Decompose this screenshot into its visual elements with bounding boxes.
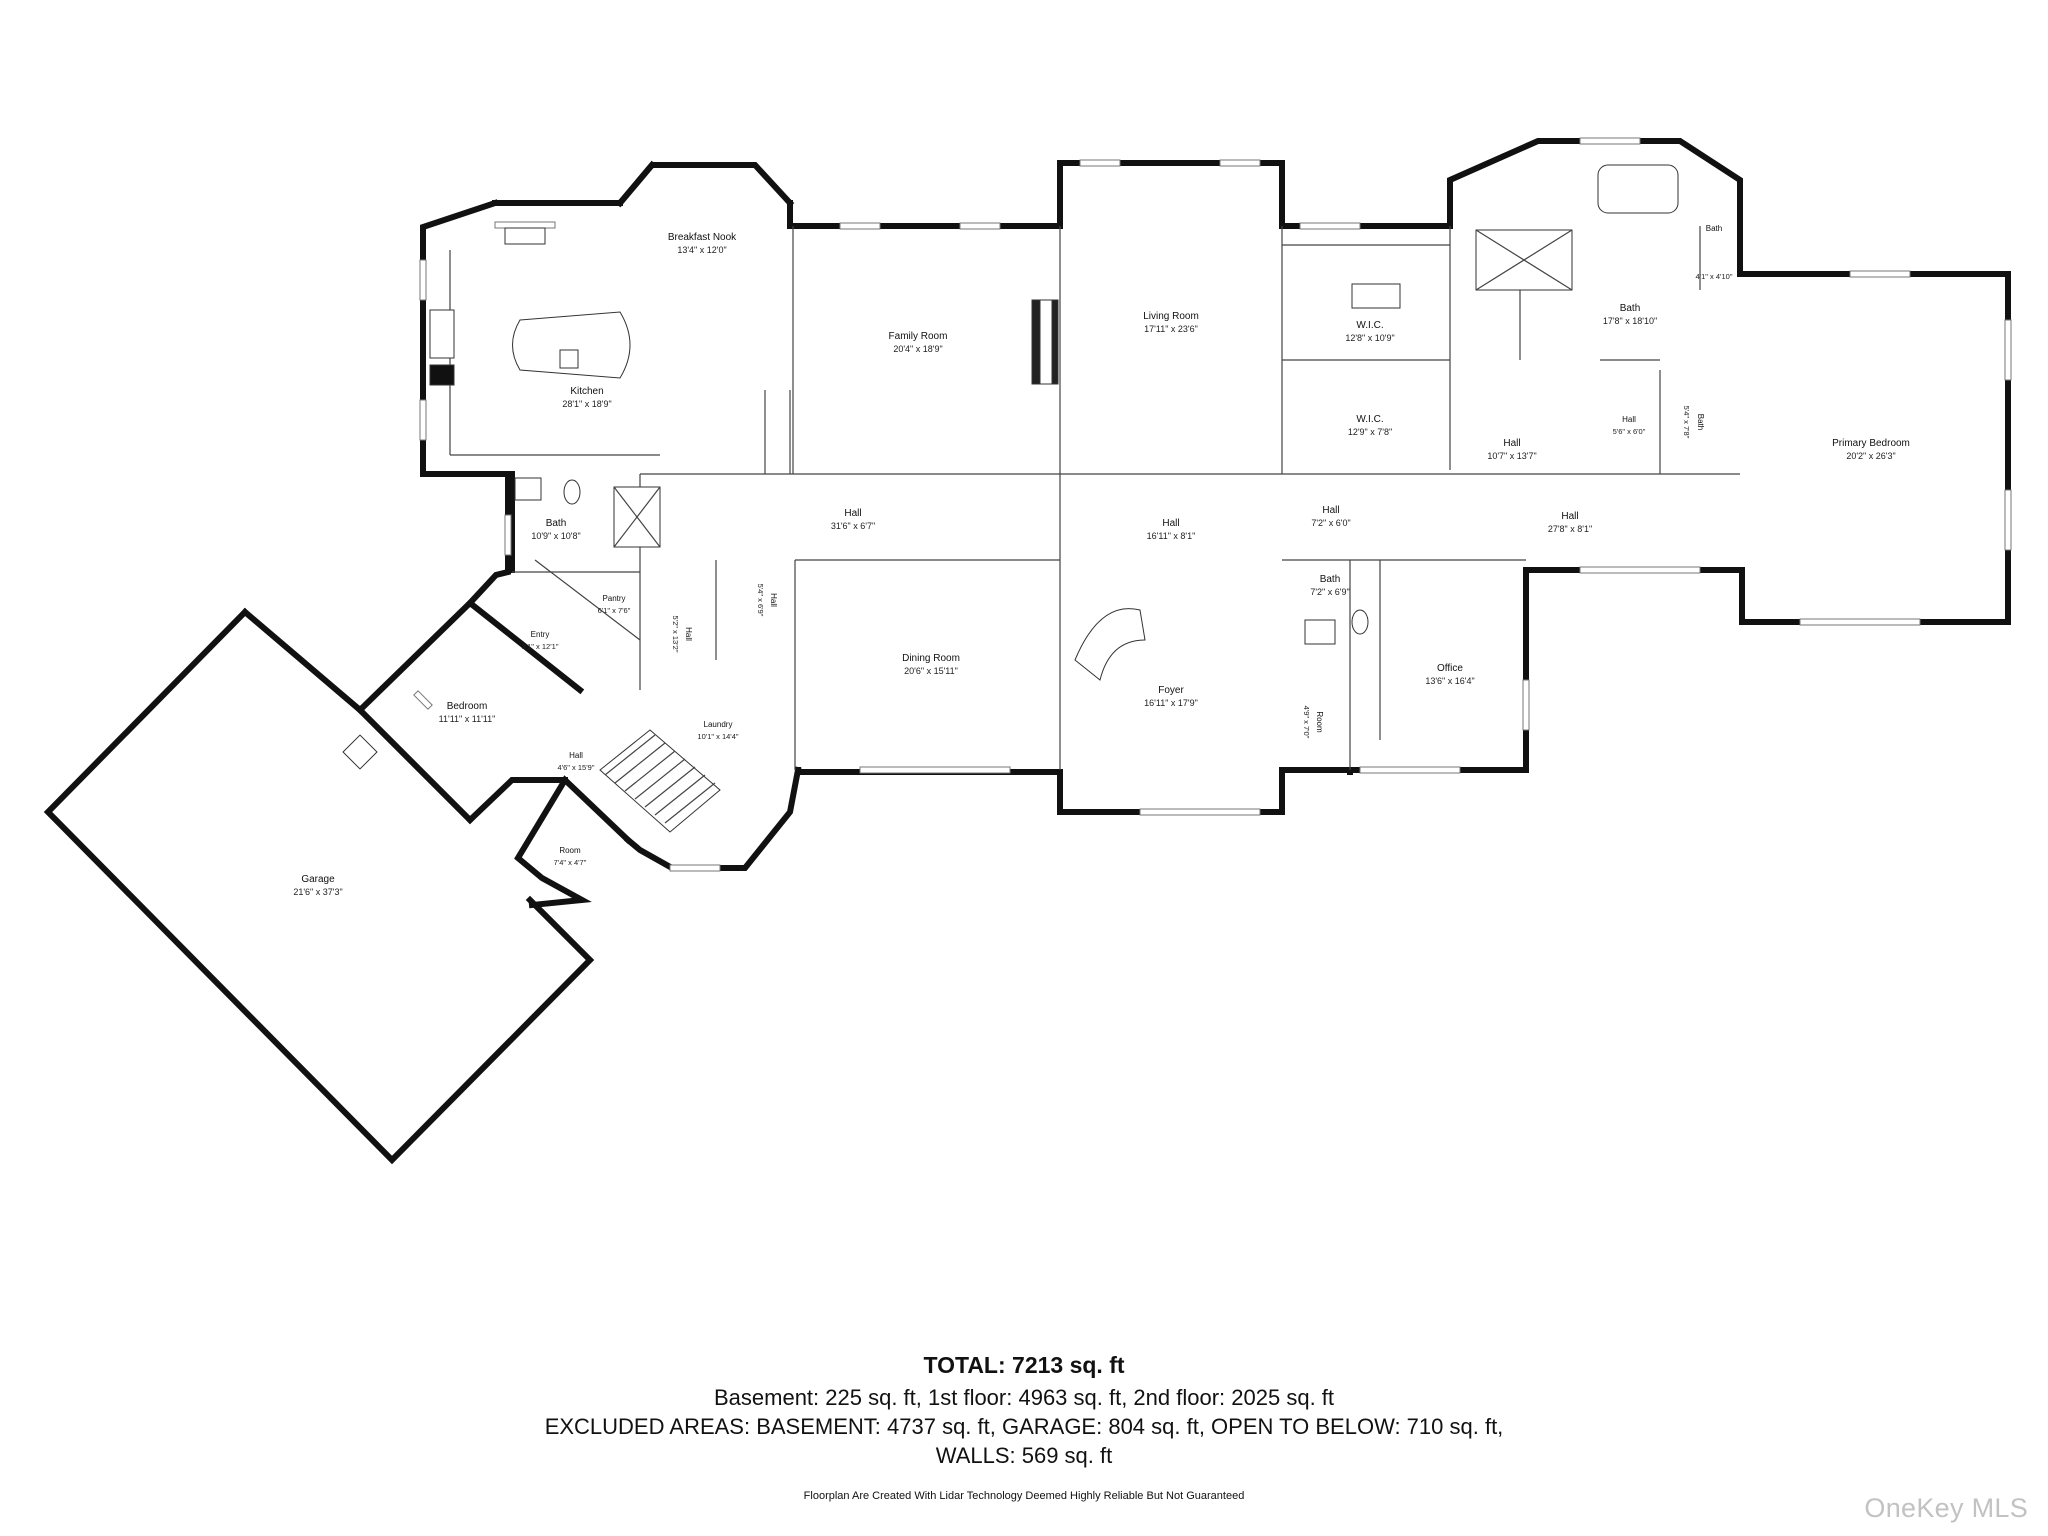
pantry-dim: 6'1" x 7'6" (598, 606, 631, 615)
family-room-dim: 20'4" x 18'9" (893, 344, 942, 354)
foyer-name: Foyer (1158, 685, 1184, 696)
bath-west-name: Bath (546, 518, 567, 529)
primary-bedroom-name: Primary Bedroom (1832, 438, 1910, 449)
floor-plan: Breakfast Nook 13'4" x 12'0" Kitchen 28'… (43, 137, 2012, 1165)
room-7-4-dim: 7'4" x 4'7" (554, 858, 587, 867)
small-bath-dim: 4'1" x 4'10" (1696, 272, 1733, 281)
wic-1-dim: 12'8" x 10'9" (1345, 333, 1394, 343)
primary-bath-name: Bath (1620, 303, 1641, 314)
hall-7-2-name: Hall (1322, 505, 1339, 516)
bath-west-dim: 10'9" x 10'8" (531, 531, 580, 541)
living-room-dim: 17'11" x 23'6" (1144, 324, 1198, 334)
bath-5-4-dim: 5'4" x 7'8" (1682, 406, 1691, 439)
sink-icon (504, 227, 546, 245)
dining-room-dim: 20'6" x 15'11" (904, 666, 958, 676)
laundry-name: Laundry (704, 720, 733, 729)
living-room-name: Living Room (1143, 311, 1199, 322)
kitchen-dim: 28'1" x 18'9" (562, 399, 611, 409)
room-4-9-name: Room (1315, 711, 1324, 733)
stairs (599, 729, 721, 833)
breakfast-nook-name: Breakfast Nook (668, 232, 737, 243)
dining-room-name: Dining Room (902, 653, 960, 664)
laundry-dim: 10'1" x 14'4" (697, 732, 738, 741)
main-hall-name: Hall (844, 508, 861, 519)
center-hall-name: Hall (1162, 518, 1179, 529)
east-hall-dim: 27'8" x 8'1" (1548, 524, 1592, 534)
entry-name: Entry (531, 630, 550, 639)
hall-5-4-name: Hall (769, 593, 778, 607)
small-bath-name: Bath (1706, 224, 1722, 233)
office-dim: 13'6" x 16'4" (1425, 676, 1474, 686)
range-icon (429, 309, 455, 359)
kitchen-island (512, 311, 631, 379)
hall-7-2-dim: 7'2" x 6'0" (1311, 518, 1350, 528)
watermark: OneKey MLS (1864, 1493, 2028, 1523)
sink-bath-7 (1304, 619, 1336, 645)
bedroom-dim: 11'11" x 11'11" (439, 714, 496, 724)
windows (413, 137, 2012, 872)
hall-4-6-dim: 4'6" x 15'9" (558, 763, 595, 772)
breakfast-nook-dim: 13'4" x 12'0" (677, 245, 726, 255)
primary-hall-name: Hall (1503, 438, 1520, 449)
toilet-bath-7 (1351, 609, 1369, 635)
entry-dim: 3'1" x 12'1" (522, 642, 559, 651)
primary-bedroom-dim: 20'2" x 26'3" (1846, 451, 1895, 461)
bedroom-name: Bedroom (447, 701, 488, 712)
wic-2-dim: 12'9" x 7'8" (1348, 427, 1392, 437)
hall-5-2-name: Hall (684, 627, 693, 641)
room-4-9-dim: 4'9" x 7'0" (1302, 706, 1311, 739)
bath-5-4-name: Bath (1696, 414, 1705, 430)
sink-west (514, 477, 542, 501)
garage-name: Garage (301, 874, 335, 885)
garage-dim: 21'6" x 37'3" (293, 887, 342, 897)
interior-lines (449, 226, 1740, 770)
curved-stair (1074, 608, 1146, 681)
walls-area: WALLS: 569 sq. ft (935, 1443, 1113, 1468)
room-7-4-name: Room (559, 846, 581, 855)
center-hall-dim: 16'11" x 8'1" (1147, 531, 1196, 541)
main-hall-dim: 31'6" x 6'7" (831, 521, 875, 531)
wic-2-name: W.I.C. (1356, 414, 1383, 425)
bath-7-2-dim: 7'2" x 6'9" (1310, 587, 1349, 597)
family-room-name: Family Room (889, 331, 948, 342)
kitchen-name: Kitchen (570, 386, 603, 397)
hall-5-4-dim: 5'4" x 6'9" (756, 584, 765, 617)
hall-5-2-dim: 5'2" x 13'2" (671, 616, 680, 653)
walls (43, 138, 2011, 1165)
bathtub-icon (1597, 164, 1679, 214)
office-name: Office (1437, 663, 1463, 674)
toilet-west (563, 479, 581, 505)
primary-bath-dim: 17'8" x 18'10" (1603, 316, 1657, 326)
hall-5-6-name: Hall (1622, 415, 1636, 424)
floor-breakdown: Basement: 225 sq. ft, 1st floor: 4963 sq… (713, 1385, 1335, 1410)
bath-7-2-name: Bath (1320, 574, 1341, 585)
disclaimer: Floorplan Are Created With Lidar Technol… (803, 1490, 1245, 1502)
total-area: TOTAL: 7213 sq. ft (923, 1352, 1125, 1378)
vanity (1351, 283, 1401, 309)
foyer-dim: 16'11" x 17'9" (1144, 698, 1198, 708)
east-hall-name: Hall (1561, 511, 1578, 522)
pantry-name: Pantry (602, 594, 625, 603)
room-labels: Breakfast Nook 13'4" x 12'0" Kitchen 28'… (293, 224, 1910, 897)
hall-5-6-dim: 5'6" x 6'0" (1613, 427, 1646, 436)
fixtures (342, 164, 1679, 833)
excluded-areas: EXCLUDED AREAS: BASEMENT: 4737 sq. ft, G… (544, 1414, 1504, 1439)
garage-fixture (342, 734, 378, 770)
primary-hall-dim: 10'7" x 13'7" (1487, 451, 1536, 461)
wic-1-name: W.I.C. (1356, 320, 1383, 331)
hall-4-6-name: Hall (569, 751, 583, 760)
